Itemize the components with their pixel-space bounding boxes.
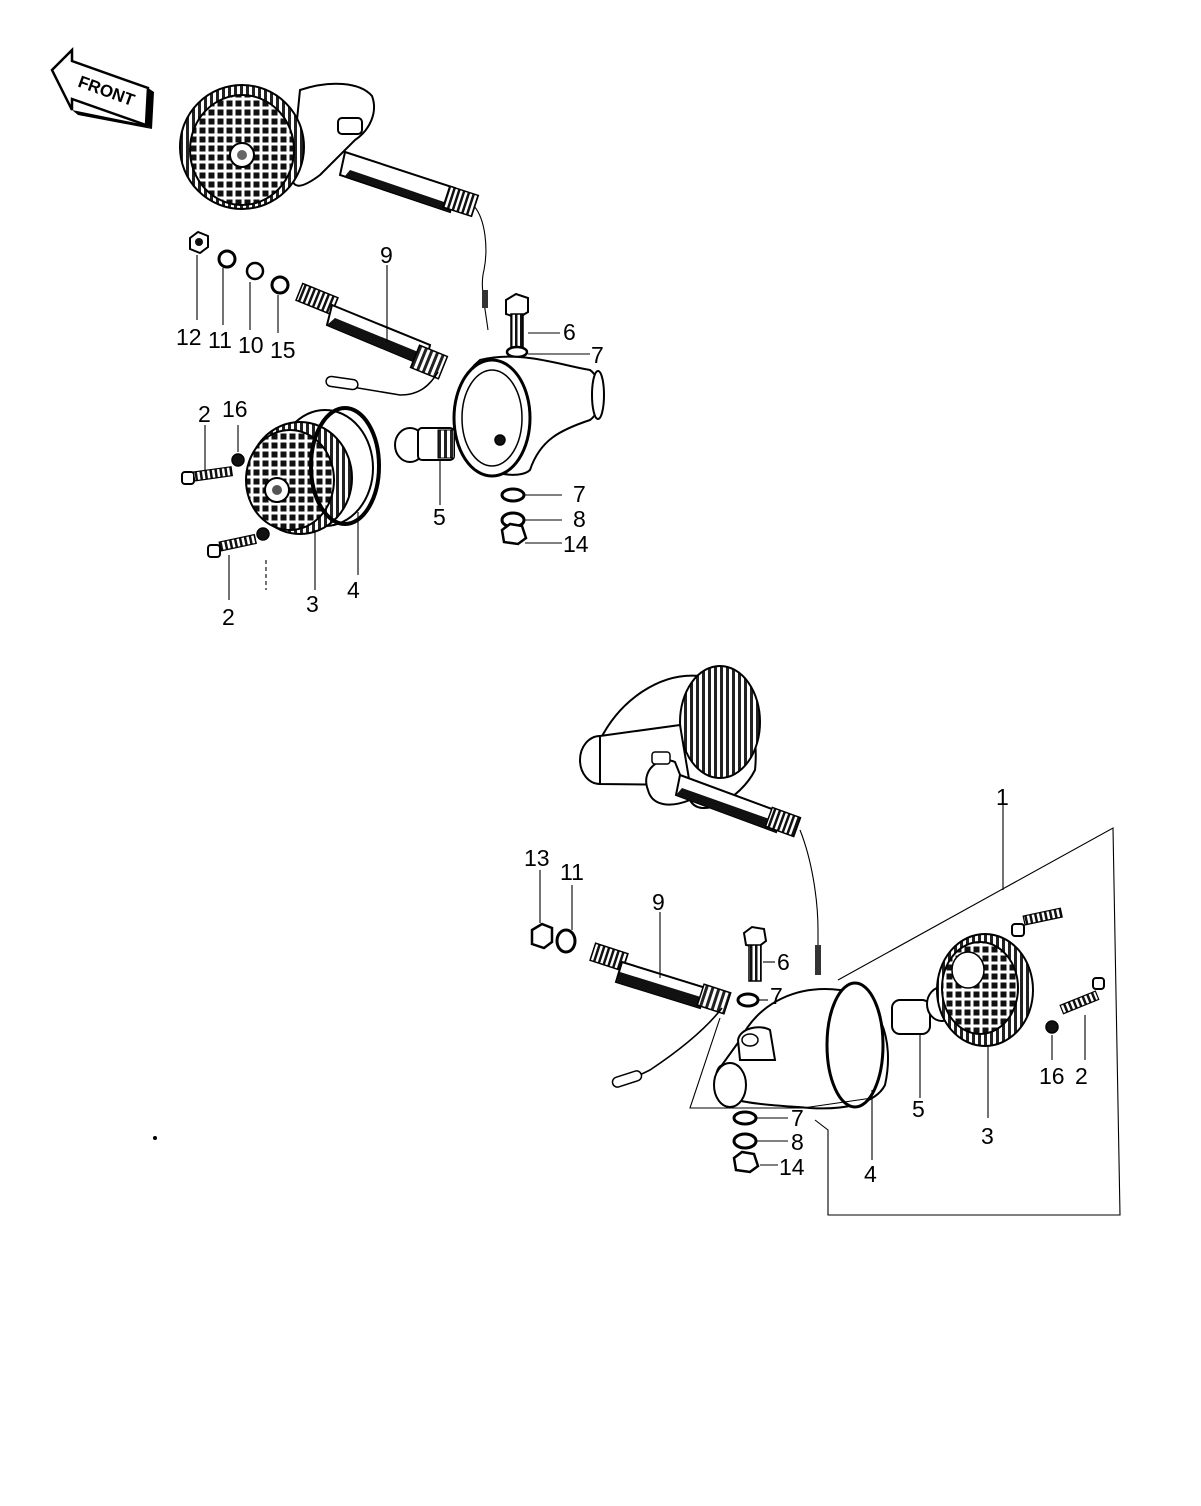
lower-washer-16 bbox=[1045, 1020, 1059, 1034]
lower-signal-assembly: 1 13 11 9 6 7 5 16 2 3 7 8 14 4 bbox=[524, 665, 1121, 1216]
front-arrow-icon: FRONT bbox=[50, 46, 154, 129]
lower-lens-3 bbox=[936, 933, 1034, 1047]
upper-washer-16b bbox=[256, 527, 270, 541]
upper-screw-2b bbox=[207, 533, 257, 558]
callout-u-9: 9 bbox=[380, 242, 393, 268]
lower-washer-11 bbox=[555, 928, 577, 954]
callout-u-16: 16 bbox=[222, 396, 248, 422]
callout-l-7b: 7 bbox=[791, 1105, 804, 1131]
upper-nut-12 bbox=[189, 230, 209, 255]
callout-u-7b: 7 bbox=[573, 481, 586, 507]
lower-screw-upper bbox=[1011, 907, 1063, 937]
upper-washer-11 bbox=[217, 249, 237, 269]
callout-u-8: 8 bbox=[573, 506, 586, 532]
upper-washer-15 bbox=[270, 275, 290, 295]
callout-l-13: 13 bbox=[524, 845, 550, 871]
callout-u-15: 15 bbox=[270, 337, 296, 363]
lower-housing bbox=[713, 981, 889, 1110]
callout-l-1: 1 bbox=[996, 784, 1009, 810]
callout-l-4: 4 bbox=[864, 1161, 877, 1187]
upper-signal-assembly: 12 11 10 15 9 6 7 2 16 5 7 8 14 2 3 4 bbox=[176, 82, 605, 630]
upper-bulb-5 bbox=[394, 427, 455, 463]
upper-assembled-lamp bbox=[179, 82, 489, 331]
lower-lockwasher-8 bbox=[732, 1132, 758, 1150]
callout-u-4: 4 bbox=[347, 577, 360, 603]
callout-l-9: 9 bbox=[652, 889, 665, 915]
upper-bolt-6 bbox=[505, 292, 529, 359]
callout-u-5: 5 bbox=[433, 504, 446, 530]
lower-screw-2 bbox=[1059, 977, 1105, 1015]
callout-l-14: 14 bbox=[779, 1154, 805, 1180]
callout-u-10: 10 bbox=[238, 332, 264, 358]
callout-l-7a: 7 bbox=[770, 983, 783, 1009]
callout-l-3: 3 bbox=[981, 1123, 994, 1149]
callout-l-2: 2 bbox=[1075, 1063, 1088, 1089]
upper-housing bbox=[452, 355, 605, 478]
callout-l-5: 5 bbox=[912, 1096, 925, 1122]
lower-nut-14 bbox=[732, 1150, 760, 1174]
callout-u-2b: 2 bbox=[222, 604, 235, 630]
callout-u-3: 3 bbox=[306, 591, 319, 617]
upper-gasket-4 bbox=[309, 406, 381, 526]
upper-nut-14 bbox=[500, 522, 528, 546]
upper-washer-7b bbox=[500, 487, 526, 503]
callout-u-14: 14 bbox=[563, 531, 589, 557]
lower-nut-13 bbox=[530, 922, 554, 950]
callout-l-16: 16 bbox=[1039, 1063, 1065, 1089]
upper-washer-16a bbox=[231, 453, 245, 467]
callout-l-11: 11 bbox=[560, 859, 584, 885]
lower-stem-9 bbox=[589, 942, 732, 1088]
callout-u-12: 12 bbox=[176, 324, 202, 350]
callout-u-6: 6 bbox=[563, 319, 576, 345]
upper-screw-2a bbox=[181, 466, 234, 485]
lower-bolt-6 bbox=[742, 925, 768, 982]
upper-washer-10 bbox=[245, 261, 265, 281]
upper-stem-9 bbox=[295, 282, 449, 396]
lower-assembled-lamp bbox=[579, 665, 821, 975]
callout-l-8: 8 bbox=[791, 1129, 804, 1155]
callout-u-11: 11 bbox=[208, 327, 232, 353]
callout-u-7a: 7 bbox=[591, 342, 604, 368]
lower-washer-7a bbox=[736, 992, 760, 1008]
lower-washer-7b bbox=[732, 1110, 758, 1126]
scan-speck bbox=[153, 1136, 157, 1140]
lower-bracket-1 bbox=[814, 827, 1121, 1216]
callout-u-2a: 2 bbox=[198, 401, 211, 427]
callout-l-6: 6 bbox=[777, 949, 790, 975]
